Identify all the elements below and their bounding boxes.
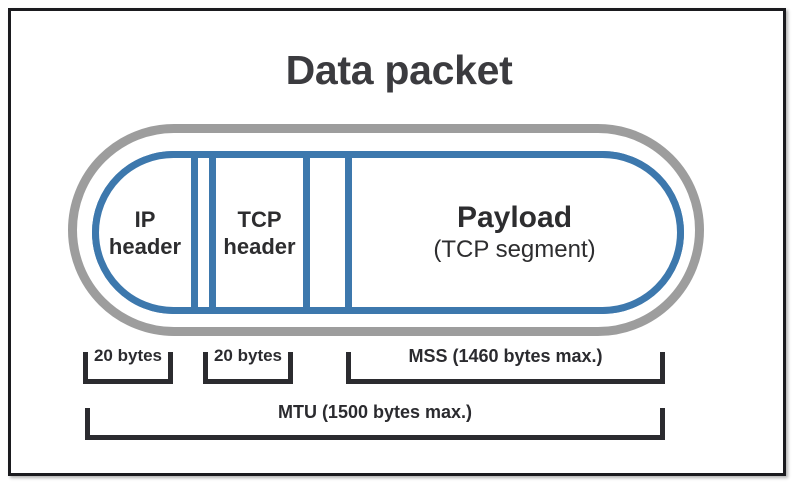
bracket-label-tcp: 20 bytes: [208, 346, 288, 366]
bracket-text-ip: 20 bytes: [93, 346, 163, 365]
bracket-text-mss: MSS (1460 bytes max.): [404, 346, 607, 373]
bracket-label-ip: 20 bytes: [88, 346, 168, 366]
bracket-mss: MSS (1460 bytes max.): [346, 346, 665, 384]
bracket-text-mtu: MTU (1500 bytes max.): [273, 402, 477, 429]
bracket-ip-header-size: 20 bytes: [83, 346, 173, 384]
bracket-label-mss: MSS (1460 bytes max.): [351, 346, 660, 373]
bracket-label-mtu: MTU (1500 bytes max.): [90, 402, 660, 429]
bracket-mtu: MTU (1500 bytes max.): [85, 402, 665, 440]
page-title: Data packet: [285, 47, 513, 93]
bracket-text-tcp: 20 bytes: [213, 346, 283, 365]
bracket-tcp-header-size: 20 bytes: [203, 346, 293, 384]
